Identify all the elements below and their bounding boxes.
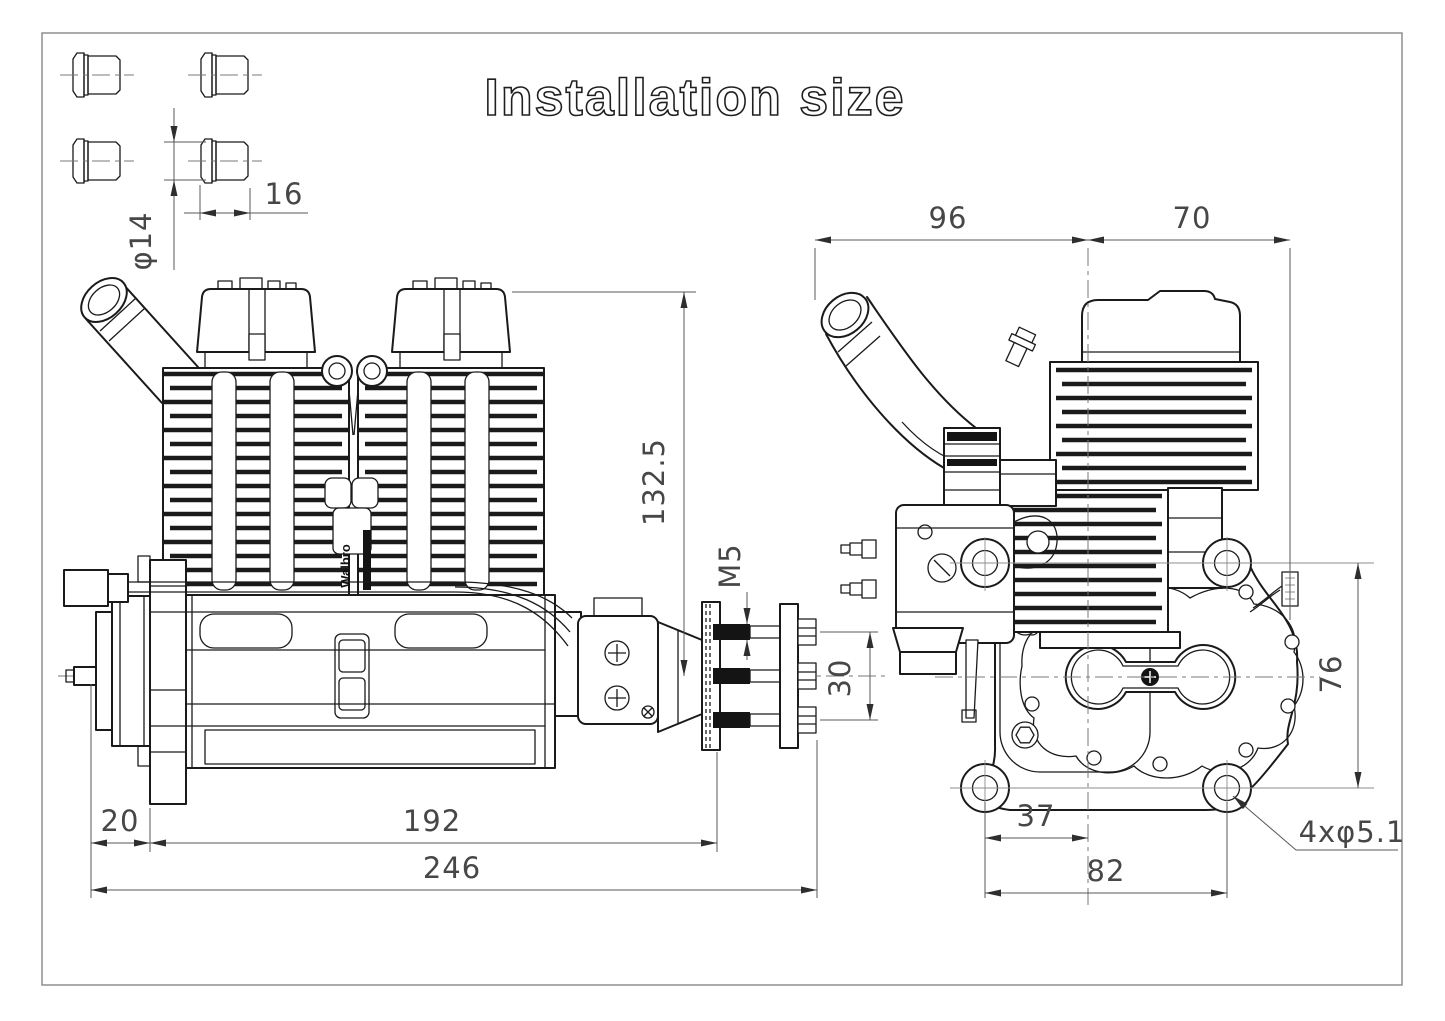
- dim-muffler-to-cylinder: 96: [929, 201, 968, 235]
- rear-view-dimensions: 96 70 76 37 82 4xφ5.1: [814, 201, 1406, 898]
- dim-cylinder-to-rear: 70: [1173, 201, 1212, 235]
- dim-mount-hole-spec: 4xφ5.1: [1299, 815, 1406, 849]
- dim-mount-hole-vspan: 76: [1314, 655, 1348, 694]
- dim-rear-overhang: 20: [101, 804, 140, 838]
- rear-view: [820, 248, 1374, 905]
- side-view: Walbro: [58, 277, 885, 805]
- dim-prop-bolt-thread: M5: [713, 543, 747, 588]
- dim-crank-height: 132.5: [637, 438, 671, 526]
- title-text: Installation size: [484, 69, 905, 127]
- page-frame: [41, 32, 1403, 986]
- dim-prop-bolt-spacing: 30: [823, 659, 857, 698]
- dim-bushing-length: 16: [265, 177, 304, 211]
- drawing-title: Installation size: [484, 68, 905, 128]
- brand-label: Walbro: [338, 544, 353, 588]
- dim-bushing-diameter: φ14: [124, 211, 158, 270]
- dim-mount-span: 192: [403, 804, 461, 838]
- side-view-dimensions: 132.5 M5 30 20 192 246: [90, 291, 878, 898]
- dim-mount-hole-hspan: 82: [1087, 854, 1126, 888]
- mount-bushings: 16 φ14: [59, 52, 308, 271]
- dim-cylinder-to-mount-hole: 37: [1017, 799, 1056, 833]
- dim-overall-length: 246: [423, 851, 481, 885]
